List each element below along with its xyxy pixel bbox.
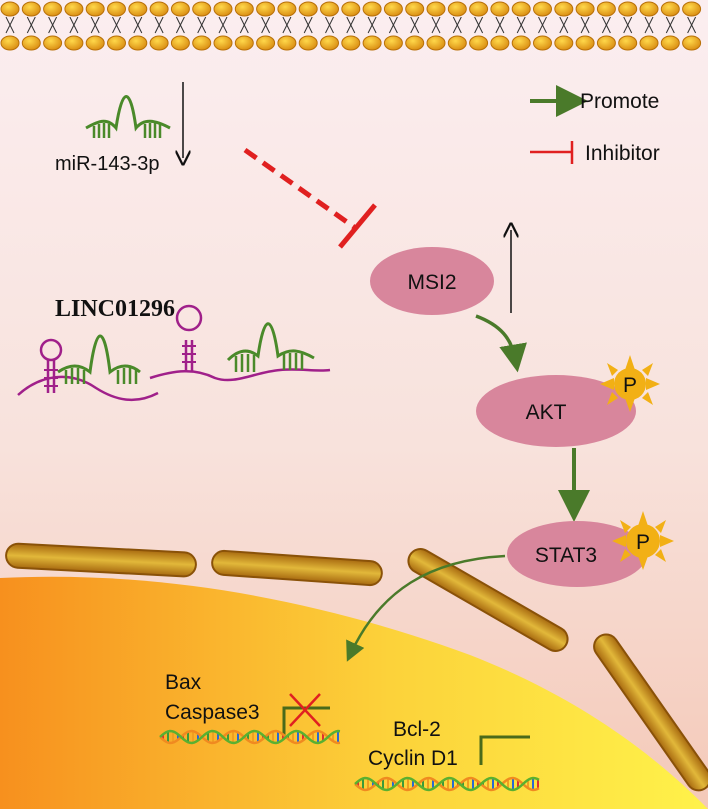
- gene-caspase3-label: Caspase3: [165, 701, 260, 724]
- dna-helix-left: [159, 729, 341, 745]
- msi2-node: [370, 247, 494, 315]
- gene-bax-label: Bax: [165, 671, 202, 694]
- msi2-to-akt-arrow: [475, 314, 527, 373]
- legend-inhibitor-label: Inhibitor: [585, 142, 660, 165]
- lncrna-label: LINC01296: [55, 296, 175, 322]
- mirna-label: miR-143-3p: [55, 153, 159, 175]
- legend: Promote Inhibitor: [530, 85, 660, 165]
- nucleus: [0, 576, 708, 809]
- akt-label: AKT: [526, 401, 567, 424]
- akt-node: [476, 375, 636, 447]
- stat3-label: STAT3: [535, 544, 597, 567]
- cell-membrane: [0, 1, 702, 51]
- gene-bcl2-label: Bcl-2: [393, 718, 441, 741]
- bax-caspase3-promoter: [282, 693, 330, 736]
- stat3-node: [507, 521, 647, 587]
- stat3-to-nucleus-arrow: [346, 554, 506, 662]
- gene-cyclin-label: Cyclin D1: [368, 747, 458, 770]
- akt-phospho-badge: P: [600, 355, 660, 412]
- lncrna-complex-right: [149, 304, 331, 382]
- stat3-phospho-badge: P: [612, 511, 674, 570]
- stat3-phospho-label: P: [636, 531, 650, 554]
- bcl2-cyclin-promoter: [479, 735, 530, 765]
- lncrna-complex-left: [17, 334, 159, 402]
- legend-promote-label: Promote: [580, 90, 659, 113]
- mirna-hairpin-icon: [85, 95, 171, 138]
- mirna-inhibits-msi2: [243, 147, 356, 230]
- nuclear-envelope: [5, 542, 708, 792]
- msi2-label: MSI2: [407, 271, 456, 294]
- dna-helix-right: [354, 776, 540, 792]
- akt-phospho-label: P: [623, 374, 637, 397]
